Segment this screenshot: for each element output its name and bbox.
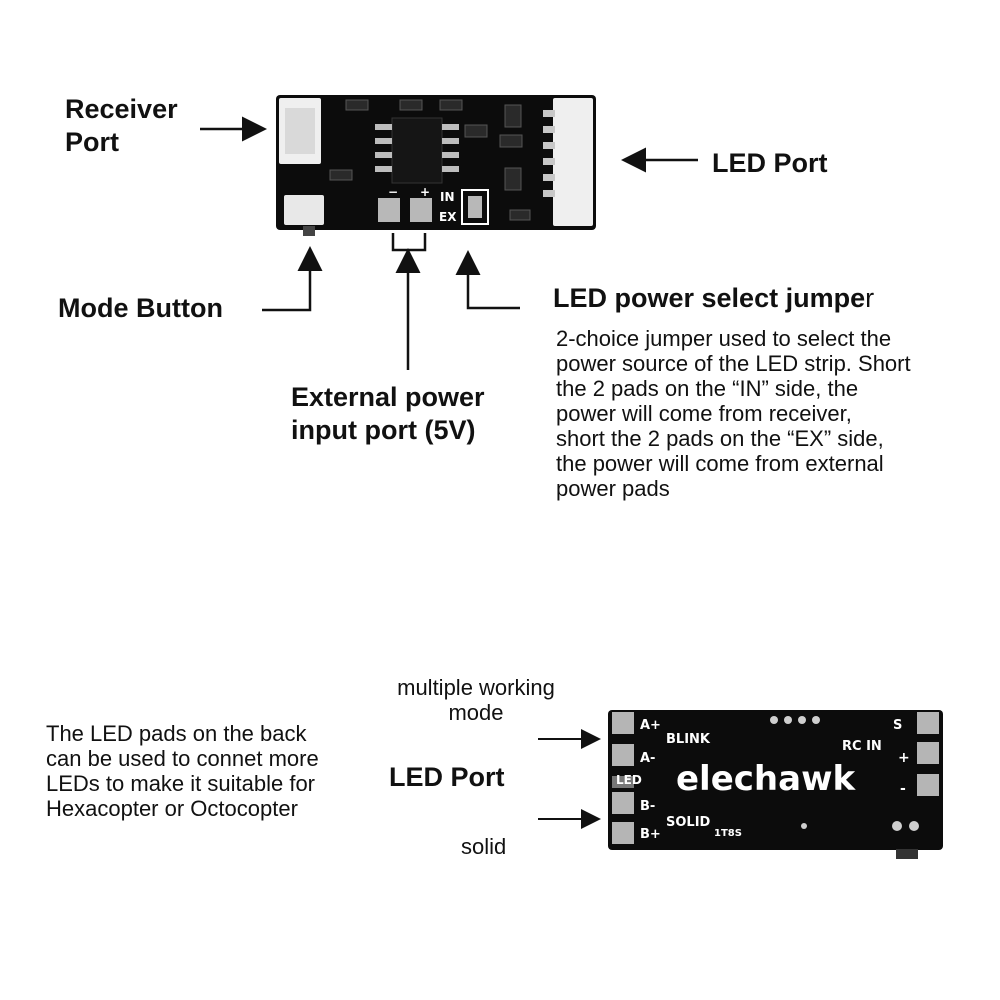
pcb-b-plus-label: B+ [640,827,661,842]
pad-a-plus [612,712,634,734]
pcb-led-label: LED [616,773,642,787]
multiple-mode-line-1: multiple working [397,675,555,700]
top-pcb-board: − + IN EX [276,95,596,236]
solid-label: solid [461,834,507,859]
jumper-desc-line: 2-choice jumper used to select the [556,326,892,351]
receiver-port-label: Receiver Port [65,93,178,159]
mode-button-arrow [262,246,323,312]
pcb-plus-label: + [420,185,430,199]
pad-b-minus [612,792,634,814]
pad-plus [917,742,939,764]
jumper-pad [468,196,482,218]
top-callout-arrows [200,116,698,370]
back-pads-line: The LED pads on the back [46,721,307,746]
ext-power-bracket [391,233,427,252]
jumper-frame [461,189,489,225]
pcb-brand-logo: elechawk [676,759,856,799]
pcb-rc-in-label: RC IN [842,739,882,754]
pad-led [612,776,634,788]
jumper-desc-line: power source of the LED strip. Short [556,351,911,376]
ic-chip [391,117,443,184]
receiver-port-line-1: Receiver [65,94,178,124]
jumper-desc-line: power pads [556,476,670,501]
ext-power-pad-plus [410,198,432,222]
ext-power-pad-minus [378,198,400,222]
jumper-description: 2-choice jumper used to select the power… [556,326,911,501]
pcb-minus-label: − [388,185,398,199]
mode-button-switch [284,195,324,225]
back-pads-line: Hexacopter or Octocopter [46,796,298,821]
back-pads-description: The LED pads on the back can be used to … [46,721,319,821]
jumper-desc-line: the power will come from external [556,451,884,476]
jumper-desc-line: the 2 pads on the “IN” side, the [556,376,859,401]
led-connector [553,98,593,226]
pcb-ex-label: EX [439,210,457,224]
pcb-in-label: IN [440,190,455,204]
receiver-port-line-2: Port [65,127,119,157]
multiple-mode-line-2: mode [448,700,504,725]
jumper-title-main: LED power select jumpe [553,283,866,313]
jumper-desc-line: power will come from receiver, [556,401,852,426]
external-power-label: External power input port (5V) [291,381,485,447]
back-pads-line: can be used to connet more [46,746,319,771]
pcb-solid-label: SOLID [666,815,711,830]
pad-minus [917,774,939,796]
pad-s [917,712,939,734]
mode-button-label: Mode Button [58,293,223,323]
pcb-a-minus-label: A- [640,751,655,766]
external-power-line-1: External power [291,382,485,412]
back-pads-line: LEDs to make it suitable for [46,771,316,796]
pcb-a-plus-label: A+ [640,718,661,733]
jumper-title-end: r [865,283,875,313]
pcb-code-label: 1T8S [714,828,742,839]
bottom-callout-arrows [538,729,601,829]
bottom-led-port-label: LED Port [389,762,505,792]
pad-b-plus [612,822,634,844]
multiple-mode-label: multiple working mode [385,675,567,725]
bottom-pcb-board: A+ A- LED B- B+ BLINK SOLID elechawk RC … [608,710,943,859]
jumper-desc-line: short the 2 pads on the “EX” side, [556,426,884,451]
pcb-plus2-label: + [898,750,910,766]
pcb-b-minus-label: B- [640,799,655,814]
pcb-blink-label: BLINK [666,732,711,747]
led-port-label: LED Port [712,148,828,178]
jumper-arrow [455,250,520,310]
pad-a-minus [612,744,634,766]
pcb-s-label: S [893,718,902,733]
jumper-title: LED power select jumper [553,282,874,315]
external-power-line-2: input port (5V) [291,415,476,445]
pcb-minus2-label: - [900,781,906,797]
